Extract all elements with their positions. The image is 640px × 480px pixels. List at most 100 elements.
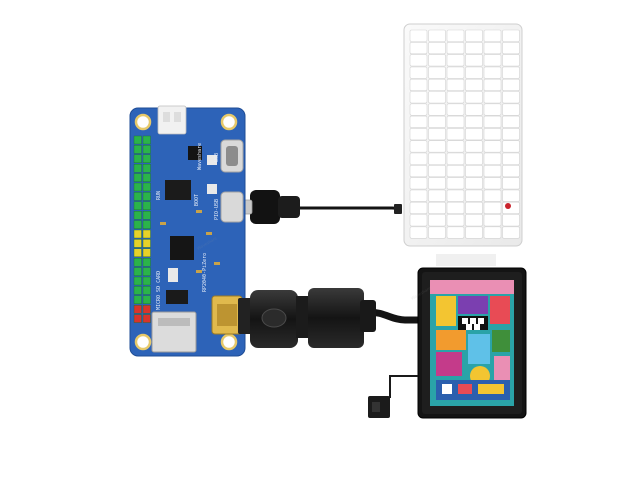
micro-sd-label: MICRO SD CARD [156, 271, 162, 310]
keyboard-key [465, 66, 483, 79]
keyboard-key [409, 201, 428, 214]
keyboard-logo-icon [505, 203, 511, 209]
keyboard-key [483, 140, 502, 153]
keyboard-key [483, 152, 502, 165]
keyboard-key [502, 189, 520, 202]
keyboard-key [409, 103, 428, 116]
keyboard-key [465, 29, 483, 42]
keyboard-key [465, 140, 483, 153]
keyboard-key [502, 128, 520, 141]
keyboard-key [502, 103, 520, 116]
gpio-pin [133, 220, 142, 229]
keyboard-key [409, 165, 428, 178]
keyboard-key [465, 91, 483, 104]
keyboard-key [446, 115, 465, 128]
boot-label: BOOT [194, 194, 200, 206]
keyboard-key [465, 41, 483, 55]
keyboard-key [446, 103, 465, 116]
keyboard-key [409, 115, 428, 128]
gpio-pin [142, 305, 151, 314]
gpio-pin [133, 192, 142, 201]
keyboard-key [483, 103, 502, 116]
keyboard-key [428, 165, 446, 178]
keyboard-key [428, 214, 446, 227]
gpio-pin [133, 267, 142, 276]
keyboard-key [409, 189, 428, 202]
gpio-pin [142, 229, 151, 239]
keyboard-key [502, 41, 520, 55]
keyboard-key [465, 201, 483, 214]
keyboard-key [502, 165, 520, 178]
gpio-pin [142, 239, 151, 248]
keyboard-key [446, 66, 465, 79]
gpio-pin [133, 276, 142, 286]
keyboard-key [428, 189, 446, 202]
keyboard-key [446, 78, 465, 91]
keyboard-key [446, 140, 465, 153]
keyboard-key [409, 41, 428, 55]
gpio-pin [133, 154, 142, 164]
keyboard-key [446, 128, 465, 141]
keyboard-key [428, 152, 446, 165]
gpio-pin [142, 154, 151, 164]
keyboard-keys [409, 29, 520, 239]
keyboard-key [409, 91, 428, 104]
keyboard-key [465, 214, 483, 227]
keyboard-key [483, 29, 502, 42]
rp2040-pizero-board: RP2040-PiZero Waveshare USB BOOT RUN PIO… [129, 105, 246, 357]
board-model-label: RP2040-PiZero [202, 253, 208, 292]
keyboard-key [428, 91, 446, 104]
keyboard-key [428, 128, 446, 141]
keyboard-key [465, 177, 483, 190]
keyboard-key [483, 189, 502, 202]
gpio-pin [142, 135, 151, 145]
keyboard-key [483, 165, 502, 178]
gpio-pin [133, 239, 142, 248]
gpio-pin [142, 286, 151, 295]
keyboard-key [483, 177, 502, 190]
gpio-pin [142, 192, 151, 201]
power-plug-icon [368, 396, 390, 418]
gpio-pin [133, 295, 142, 304]
hdmi-cable-icon [238, 288, 428, 348]
keyboard-key [502, 66, 520, 79]
keyboard-key [409, 78, 428, 91]
keyboard-key [446, 41, 465, 55]
keyboard-icon [403, 23, 523, 247]
keyboard-key [446, 54, 465, 67]
gpio-pin [142, 210, 151, 220]
gpio-pin [133, 229, 142, 239]
usb-cable-icon [231, 190, 402, 224]
gpio-pin [133, 145, 142, 154]
brand-label: Waveshare [197, 143, 203, 170]
keyboard-key [446, 165, 465, 178]
keyboard-key [428, 140, 446, 153]
gpio-pin [142, 201, 151, 211]
keyboard-key [409, 226, 428, 239]
keyboard-key [409, 177, 428, 190]
keyboard-key [502, 29, 520, 42]
keyboard-key [465, 189, 483, 202]
keyboard-key [446, 91, 465, 104]
gpio-pin [133, 258, 142, 267]
gpio-pin [142, 220, 151, 229]
keyboard-key [428, 177, 446, 190]
gpio-pin [142, 276, 151, 286]
keyboard-key [502, 115, 520, 128]
keyboard-key [502, 177, 520, 190]
keyboard-key [428, 201, 446, 214]
gpio-pin [133, 173, 142, 182]
keyboard-key [502, 201, 520, 214]
keyboard-key [465, 152, 483, 165]
gpio-pin [133, 314, 142, 323]
gpio-pin [142, 163, 151, 173]
keyboard-key [446, 214, 465, 227]
keyboard-key [428, 78, 446, 91]
keyboard-key [446, 177, 465, 190]
gpio-pin [142, 173, 151, 182]
keyboard-key [483, 41, 502, 55]
keyboard-key [502, 54, 520, 67]
gpio-pin [142, 182, 151, 192]
keyboard-key [502, 214, 520, 227]
